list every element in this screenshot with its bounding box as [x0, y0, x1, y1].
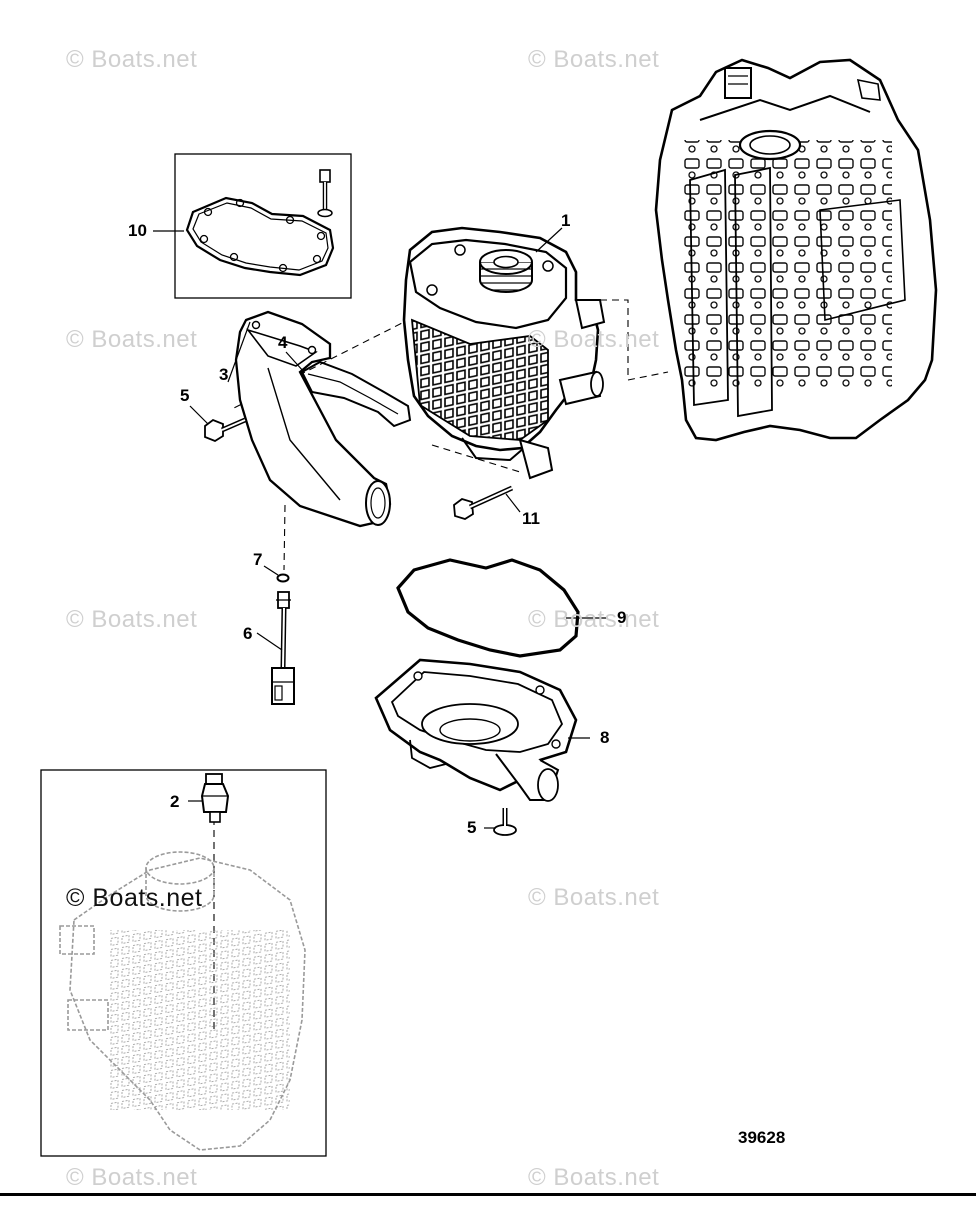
callout-label: 4 [278, 333, 288, 352]
callout-label: 6 [243, 624, 253, 643]
inset-box-gasket [153, 153, 352, 299]
watermark: © Boats.net [528, 326, 660, 353]
cover-seal [396, 558, 608, 658]
callout-label: 8 [600, 728, 610, 747]
engine-block [654, 58, 938, 442]
watermark: © Boats.net [528, 1164, 660, 1191]
bolt-upper [189, 405, 246, 443]
bolt-lower [484, 808, 517, 836]
callout-label: 1 [561, 211, 571, 230]
temperature-sensor [256, 591, 295, 705]
callout-label: 5 [467, 818, 477, 837]
bottom-cover [374, 658, 590, 802]
callout-label: 2 [170, 792, 180, 811]
air-duct [227, 310, 392, 528]
watermark: © Boats.net [66, 606, 198, 633]
callout-label: 11 [522, 509, 540, 528]
callout-label: 3 [219, 365, 229, 384]
watermark: © Boats.net [66, 1164, 198, 1191]
watermark: © Boats.net [528, 46, 660, 73]
callout-label: 7 [253, 550, 263, 569]
figure-number: 39628 [738, 1128, 786, 1147]
bolt-long [453, 485, 521, 520]
inset-box-sensor [40, 769, 327, 1157]
callout-label: 9 [617, 608, 627, 627]
watermark: © Boats.net [528, 606, 660, 633]
duct-gasket [285, 351, 412, 428]
watermark: © Boats.net [66, 326, 198, 353]
callout-label: 5 [180, 386, 190, 405]
compressor-assembly [402, 226, 606, 480]
watermark: © Boats.net [66, 884, 203, 912]
bottom-border [0, 1193, 976, 1196]
o-ring [263, 565, 290, 583]
watermark: © Boats.net [528, 884, 660, 911]
watermark: © Boats.net [66, 46, 198, 73]
callout-label: 10 [128, 221, 147, 240]
